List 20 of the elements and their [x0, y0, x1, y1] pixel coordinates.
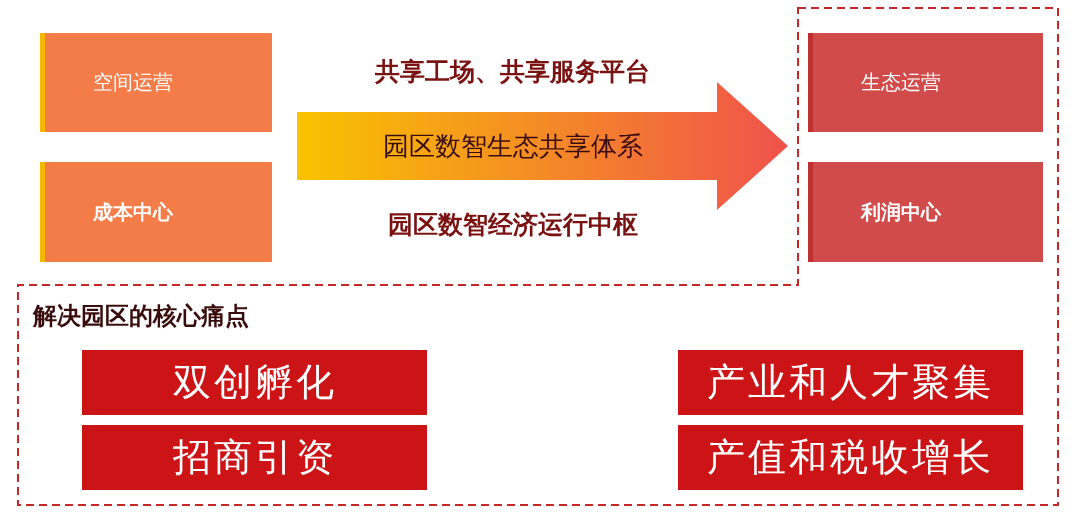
- region-heading: 解决园区的核心痛点: [33, 301, 249, 332]
- box-label: 成本中心: [93, 198, 173, 226]
- box-label: 产业和人才聚集: [707, 359, 994, 406]
- caption-text: 共享工场、共享服务平台: [374, 56, 651, 88]
- box-label: 生态运营: [861, 69, 941, 96]
- process-box: [808, 162, 1043, 262]
- box-label: 招商引资: [172, 434, 337, 481]
- pain-point-box: [678, 425, 1023, 490]
- box-label: 双创孵化: [172, 359, 337, 406]
- box-label: 产值和税收增长: [707, 434, 994, 481]
- caption-text: 园区数智经济运行中枢: [386, 209, 639, 241]
- process-box: [40, 162, 272, 262]
- pain-point-box: [82, 425, 427, 490]
- box-label: 空间运营: [93, 69, 173, 96]
- pain-point-box: [678, 350, 1023, 415]
- box-label: 利润中心: [861, 198, 941, 226]
- process-box: [40, 33, 272, 132]
- arrow-label: 园区数智生态共享体系: [382, 129, 643, 163]
- process-box: [808, 33, 1043, 132]
- pain-point-box: [82, 350, 427, 415]
